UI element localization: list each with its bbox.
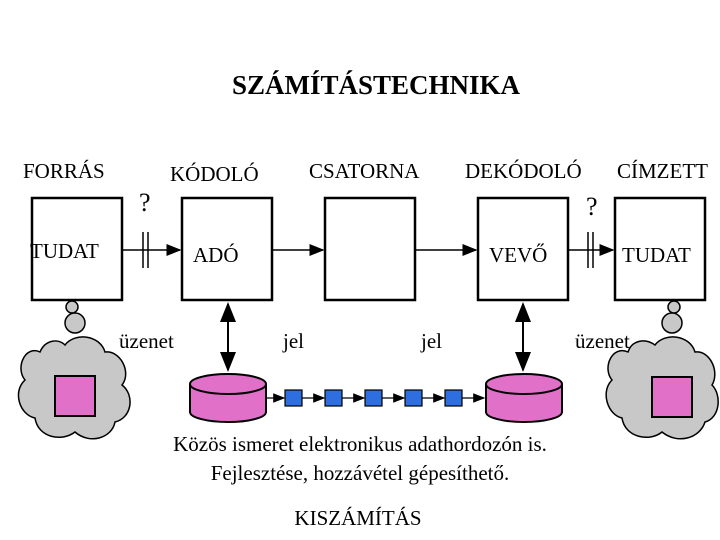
signal-node [444,389,463,407]
caption-line-2: Fejlesztése, hozzávétel gépesíthető. [210,461,510,485]
signal-node [284,389,303,407]
transmitter-label: ADÓ [193,243,239,267]
signal-node [324,389,343,407]
signal-node [404,389,423,407]
signal-label-right: jel [421,329,442,353]
question-mark-right: ? [586,192,598,221]
source-mind-box [30,196,124,302]
message-label-left: üzenet [119,329,174,353]
question-mark-left: ? [139,188,151,217]
signal-node [364,389,383,407]
right-barrier [587,232,594,268]
header-channel: CSATORNA [309,159,420,183]
right-mind-square [651,376,693,418]
left-barrier [142,232,149,268]
source-mind-label: TUDAT [30,239,99,263]
right-database [485,373,563,423]
transmitter-box [180,196,274,302]
recipient-mind-box [613,196,707,302]
header-encoder: KÓDOLÓ [170,162,259,186]
receiver-box [476,196,570,302]
header-recipient: CÍMZETT [617,159,708,183]
header-decoder: DEKÓDOLÓ [465,159,582,183]
header-source: FORRÁS [23,159,105,183]
receiver-label: VEVŐ [489,243,548,267]
message-label-right: üzenet [575,329,630,353]
page-title: SZÁMÍTÁSTECHNIKA [231,70,521,100]
channel-box [323,196,417,302]
right-thought-cloud [605,300,719,440]
left-database [189,373,267,423]
caption-line-1: Közös ismeret elektronikus adathordozón … [173,432,547,456]
signal-label-left: jel [283,329,304,353]
left-thought-cloud [17,300,131,440]
left-mind-square [54,375,96,417]
caption-footer: KISZÁMÍTÁS [294,506,422,530]
recipient-mind-label: TUDAT [622,243,691,267]
